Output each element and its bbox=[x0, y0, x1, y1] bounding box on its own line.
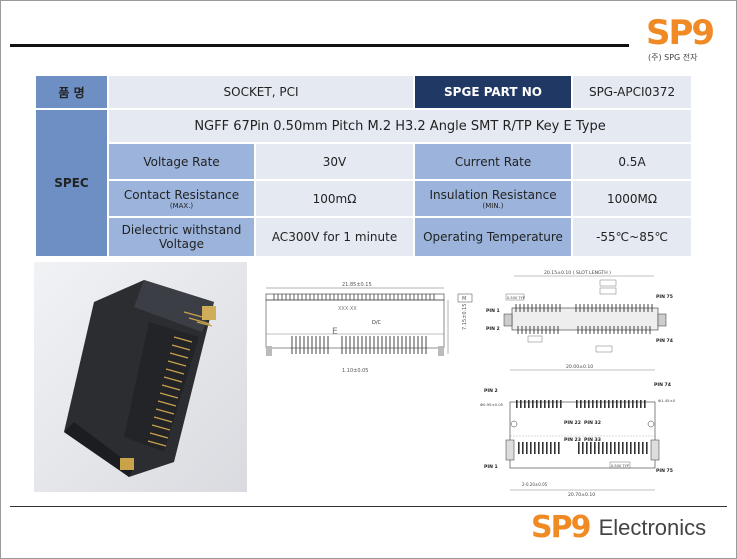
logo-wordmark: Electronics bbox=[598, 514, 707, 540]
logo-mark: SP9 bbox=[646, 13, 715, 53]
dc-label: D/C bbox=[372, 320, 382, 326]
fp-pin33-label: PIN 33 bbox=[584, 437, 601, 443]
spec-description: NGFF 67Pin 0.50mm Pitch M.2 H3.2 Angle S… bbox=[106, 108, 694, 144]
voltage-rate-label: Voltage Rate bbox=[107, 142, 256, 181]
key-e-label: E bbox=[332, 327, 338, 337]
dielectric-value: AC300V for 1 minute bbox=[253, 216, 416, 258]
hole-dim-label: Φ1.45±0 bbox=[658, 398, 676, 403]
marking-text: XXX·XX bbox=[338, 306, 357, 312]
footprint-top-dim: 20.00±0.10 bbox=[566, 364, 593, 370]
fp-pin32-label: PIN 32 bbox=[584, 420, 601, 426]
contact-resistance-label: Contact Resistance(MAX.) bbox=[107, 179, 256, 218]
pin2-label: PIN 2 bbox=[486, 326, 500, 332]
footprint-bottom-dim: 20.70±0.10 bbox=[568, 492, 595, 498]
part-no-value: SPG-APCI0372 bbox=[571, 74, 694, 110]
name-value: SOCKET, PCI bbox=[106, 74, 416, 110]
top-rule bbox=[10, 44, 629, 47]
contact-resistance-value: 100mΩ bbox=[253, 179, 416, 218]
fp-pin75-label: PIN 75 bbox=[656, 468, 673, 474]
dielectric-label: Dielectric withstand Voltage bbox=[107, 216, 256, 258]
top-view-drawing: 20.15±0.10 ( SLOT LENGTH ) 0.500 TYP PIN… bbox=[484, 266, 684, 364]
product-photo bbox=[34, 262, 247, 492]
fp-pitch-typ-label: 0.500 TYP bbox=[611, 464, 630, 468]
hole2-dim-label: Φ0.95±0.05 bbox=[480, 402, 504, 407]
dim-height-label: 7.15±0.15 bbox=[462, 304, 468, 330]
bottom-rule bbox=[10, 506, 727, 507]
part-no-label: SPGE PART NO bbox=[413, 74, 574, 110]
spec-table: 품 명 SOCKET, PCI SPGE PART NO SPG-APCI037… bbox=[34, 74, 694, 258]
pin75-label: PIN 75 bbox=[656, 294, 673, 300]
footprint-drawing: 20.00±0.10 PIN 2 PIN 74 PIN 22 PIN 32 PI… bbox=[480, 362, 690, 498]
operating-temp-label: Operating Temperature bbox=[413, 216, 574, 258]
fp-pin22-label: PIN 22 bbox=[564, 420, 581, 426]
slot-length-label: 20.15±0.10 ( SLOT LENGTH ) bbox=[544, 270, 611, 276]
m-mark: M bbox=[462, 296, 466, 302]
dim-width-label: 21.85±0.15 bbox=[342, 282, 372, 288]
dim-bottom-label: 1.10±0.05 bbox=[342, 368, 368, 374]
voltage-rate-value: 30V bbox=[253, 142, 416, 181]
logo-mark-bottom: SP9 bbox=[531, 510, 591, 545]
fp-pin1-label: PIN 1 bbox=[484, 464, 498, 470]
pin74-label: PIN 74 bbox=[656, 338, 673, 344]
pin1-label: PIN 1 bbox=[486, 308, 500, 314]
fp-pin74-label: PIN 74 bbox=[654, 382, 671, 388]
fp-pin23-label: PIN 23 bbox=[564, 437, 581, 443]
spg-logo-top: SP9 (주) SPG 전자 bbox=[646, 14, 724, 66]
name-label: 품 명 bbox=[34, 74, 109, 110]
operating-temp-value: -55℃~85℃ bbox=[571, 216, 694, 258]
pitch-typ-label: 0.500 TYP bbox=[507, 296, 526, 300]
current-rate-value: 0.5A bbox=[571, 142, 694, 181]
side-view-drawing: 21.85±0.15 bbox=[262, 278, 482, 378]
fp-pin2-label: PIN 2 bbox=[484, 388, 498, 394]
logo-subtitle: (주) SPG 전자 bbox=[648, 53, 698, 62]
insulation-resistance-label: Insulation Resistance(MIN.) bbox=[413, 179, 574, 218]
pad-pitch-label: 2-0.20±0.05 bbox=[522, 482, 548, 487]
spec-label: SPEC bbox=[34, 108, 109, 258]
current-rate-label: Current Rate bbox=[413, 142, 574, 181]
spg-electronics-logo: SP9 Electronics bbox=[531, 510, 731, 550]
insulation-resistance-value: 1000MΩ bbox=[571, 179, 694, 218]
connector-photo-illustration bbox=[34, 262, 247, 492]
